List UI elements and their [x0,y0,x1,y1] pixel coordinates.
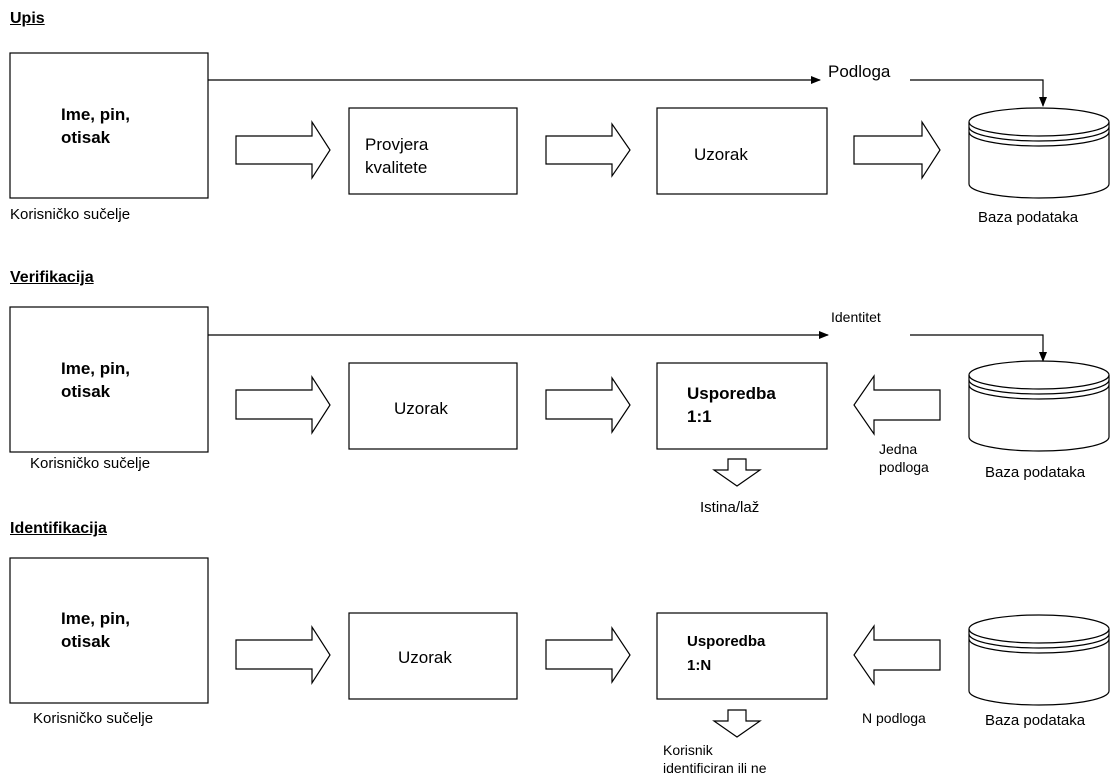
ident-result-arrow [712,709,762,738]
verif-database-icon [968,360,1110,452]
upis-input-caption: Korisničko sučelje [10,206,131,223]
verif-db-to-compare-arrow [853,374,941,436]
verif-arrow-2 [545,376,631,434]
verif-flow-label: Identitet [831,309,881,325]
ident-result-label: Korisnik identificiran ili ne [663,742,767,776]
upis-db-flow-line [910,79,1047,107]
ident-database-icon [968,614,1110,706]
upis-arrow-2 [545,122,631,178]
verif-db-flow-line [910,334,1047,362]
upis-database-icon [968,107,1110,199]
section-title-identifikacija: Identifikacija [10,520,107,537]
verif-input-box [9,306,209,453]
ident-db-caption: Baza podataka [985,712,1086,729]
section-title-upis: Upis [10,10,45,27]
section-title-verifikacija: Verifikacija [10,269,94,286]
ident-input-text: Ime, pin, otisak [61,609,130,651]
ident-db-flow-label: N podloga [862,710,926,726]
upis-arrow-3 [853,119,941,181]
verif-sample-box [348,362,518,450]
verif-arrow-1 [235,374,331,436]
verif-db-flow-label: Jedna podloga [879,441,929,475]
ident-arrow-1 [235,624,331,686]
ident-sample-text: Uzorak [398,648,452,667]
ident-db-to-compare-arrow [853,624,941,686]
upis-quality-box [348,107,518,195]
upis-db-caption: Baza podataka [978,209,1079,226]
upis-input-text: Ime, pin, otisak [61,105,130,147]
verif-compare-box [656,362,828,450]
verif-result-arrow [712,458,762,487]
upis-sample-text: Uzorak [694,145,748,164]
verif-db-caption: Baza podataka [985,464,1086,481]
verif-input-text: Ime, pin, otisak [61,359,130,401]
ident-input-box [9,557,209,704]
upis-arrow-1 [235,119,331,181]
verif-compare-text: Usporedba 1:1 [687,384,776,426]
upis-input-box [9,52,209,199]
verif-input-caption: Korisničko sučelje [30,455,151,472]
ident-arrow-2 [545,626,631,684]
ident-input-caption: Korisničko sučelje [33,710,154,727]
upis-sample-box [656,107,828,195]
ident-compare-box [656,612,828,700]
verif-sample-text: Uzorak [394,399,448,418]
ident-compare-text: Usporedba 1:N [687,633,766,674]
upis-quality-text: Provjera kvalitete [365,135,429,177]
upis-flow-label: Podloga [828,62,891,81]
ident-sample-box [348,612,518,700]
verif-result-label: Istina/laž [700,499,760,516]
